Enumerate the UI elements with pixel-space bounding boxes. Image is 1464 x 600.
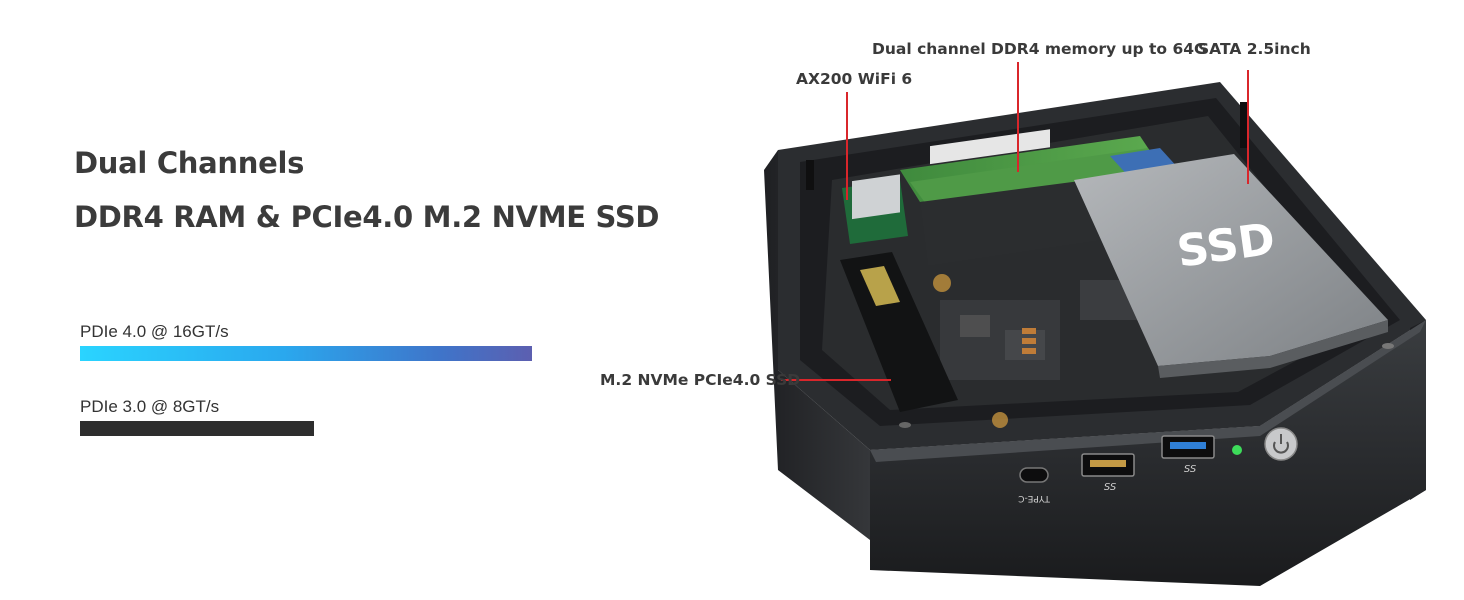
callout-ddr: Dual channel DDR4 memory up to 64G — [872, 40, 1207, 58]
pcie4-label: PDIe 4.0 @ 16GT/s — [80, 322, 229, 341]
mini-pc-illustration: SSD TYPE-C SS SS — [764, 82, 1426, 586]
front-ports: TYPE-C SS SS — [1018, 427, 1298, 503]
case-left-face — [764, 150, 870, 540]
callout-sata: SATA 2.5inch — [1198, 40, 1311, 58]
callout-wifi: AX200 WiFi 6 — [796, 70, 913, 88]
usb-c-port — [1019, 467, 1049, 483]
wifi-card — [842, 174, 908, 244]
m2-leader — [781, 379, 891, 381]
typec-label: TYPE-C — [1018, 493, 1051, 503]
ddr-leader — [1017, 62, 1019, 172]
power-icon — [1264, 427, 1298, 461]
wifi-leader — [846, 92, 848, 200]
callout-m2: M.2 NVMe PCIe4.0 SSD — [600, 371, 801, 389]
sata-leader — [1247, 70, 1249, 184]
board-components — [933, 274, 1140, 428]
usb-ss-label-2: SS — [1184, 464, 1197, 475]
case-front-face — [870, 320, 1426, 586]
m2-ssd — [840, 252, 958, 412]
pcie4-bar — [80, 346, 532, 361]
pcie3-bar — [80, 421, 314, 436]
sata-ssd-drive: SSD — [1074, 154, 1388, 378]
headline-line-1: Dual Channels — [74, 146, 305, 180]
usb-ss-label-1: SS — [1104, 482, 1117, 493]
power-led — [1232, 445, 1242, 455]
pcie3-label: PDIe 3.0 @ 8GT/s — [80, 397, 220, 416]
headline-line-2: DDR4 RAM & PCIe4.0 M.2 NVME SSD — [74, 200, 660, 234]
